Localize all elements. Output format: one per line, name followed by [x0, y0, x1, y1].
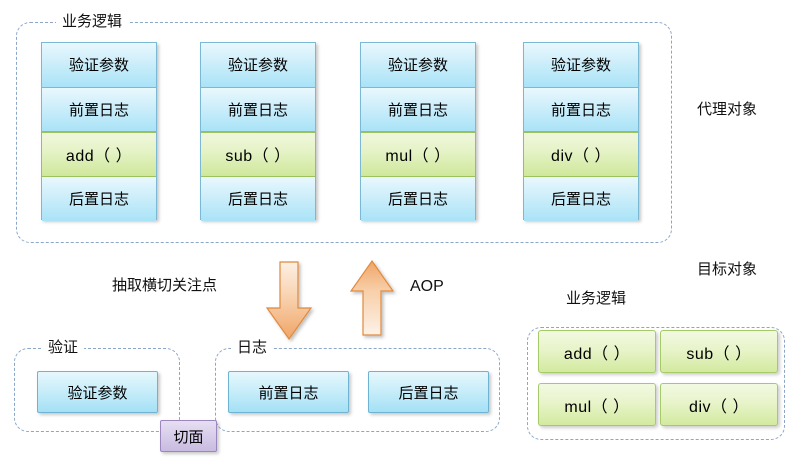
- arrow-up-icon: [350, 259, 395, 336]
- target-method-mul: mul（ ）: [538, 383, 656, 426]
- proxy-column-sub: 验证参数 前置日志 sub（ ） 后置日志: [200, 42, 316, 221]
- before-log-box: 前置日志: [228, 371, 349, 413]
- proxy-cell-validate: 验证参数: [201, 43, 315, 88]
- logging-aspect-group: [215, 348, 500, 432]
- proxy-cell-method: sub（ ）: [201, 132, 315, 177]
- proxy-cell-method: div（ ）: [524, 132, 638, 177]
- validation-aspect-group-label: 验证: [42, 339, 85, 357]
- aspect-badge: 切面: [160, 420, 217, 452]
- proxy-cell-after-log: 后置日志: [42, 176, 156, 221]
- proxy-business-logic-group: [16, 22, 672, 243]
- target-business-logic-group: [527, 327, 785, 440]
- validation-aspect-group: [14, 348, 180, 432]
- proxy-cell-method: mul（ ）: [361, 132, 475, 177]
- proxy-cell-before-log: 前置日志: [361, 87, 475, 132]
- proxy-cell-before-log: 前置日志: [524, 87, 638, 132]
- aop-label: AOP: [410, 278, 444, 295]
- extract-crosscutting-label: 抽取横切关注点: [112, 277, 218, 294]
- validate-params-box: 验证参数: [37, 371, 158, 413]
- proxy-column-add: 验证参数 前置日志 add（ ） 后置日志: [41, 42, 157, 221]
- proxy-cell-after-log: 后置日志: [361, 176, 475, 221]
- target-method-div: div（ ）: [660, 383, 778, 426]
- proxy-cell-after-log: 后置日志: [524, 176, 638, 221]
- proxy-business-logic-group-label: 业务逻辑: [56, 13, 129, 31]
- target-business-logic-group-label: 业务逻辑: [560, 290, 633, 308]
- proxy-cell-validate: 验证参数: [361, 43, 475, 88]
- proxy-cell-after-log: 后置日志: [201, 176, 315, 221]
- after-log-box: 后置日志: [368, 371, 489, 413]
- proxy-column-mul: 验证参数 前置日志 mul（ ） 后置日志: [360, 42, 476, 221]
- logging-aspect-group-label: 日志: [231, 339, 274, 357]
- proxy-cell-validate: 验证参数: [42, 43, 156, 88]
- proxy-column-div: 验证参数 前置日志 div（ ） 后置日志: [523, 42, 639, 221]
- target-object-label: 目标对象: [697, 261, 758, 278]
- target-method-sub: sub（ ）: [660, 330, 778, 373]
- proxy-cell-before-log: 前置日志: [42, 87, 156, 132]
- arrow-down-icon: [265, 261, 313, 341]
- proxy-cell-before-log: 前置日志: [201, 87, 315, 132]
- proxy-object-label: 代理对象: [697, 101, 758, 118]
- proxy-cell-validate: 验证参数: [524, 43, 638, 88]
- target-method-add: add（ ）: [538, 330, 656, 373]
- proxy-cell-method: add（ ）: [42, 132, 156, 177]
